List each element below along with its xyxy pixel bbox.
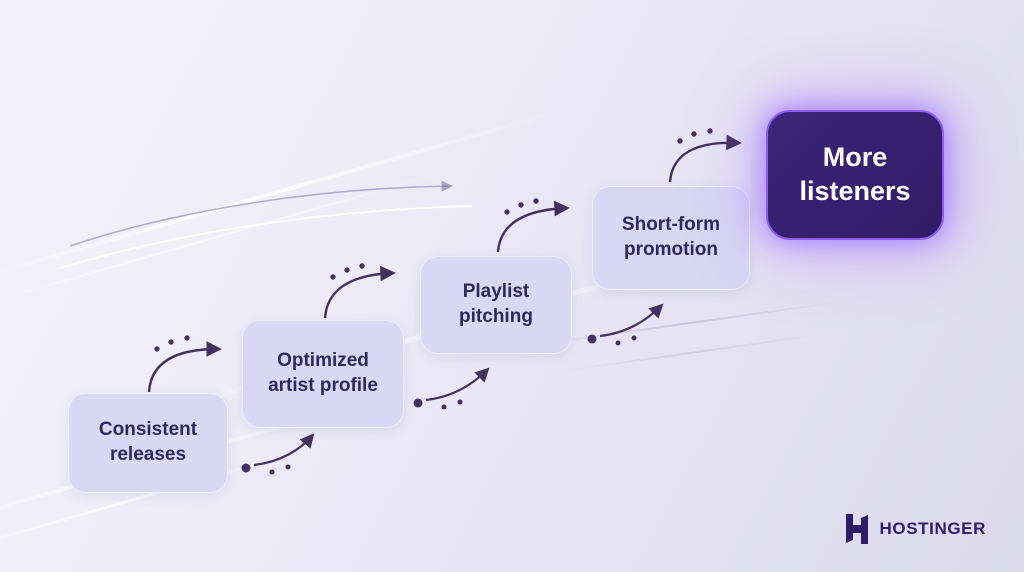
step-label: Optimized artist profile (268, 350, 378, 396)
trail-arrow-3 (587, 303, 664, 346)
hostinger-wordmark: HOSTINGER (879, 519, 986, 538)
step-label: Playlist pitching (459, 281, 533, 327)
background-streak (561, 333, 819, 373)
step-label: Short-form promotion (621, 214, 721, 260)
step-box-playlist-pitching: Playlist pitching (420, 256, 572, 354)
arrow-2 (323, 263, 396, 319)
step-label: More listeners (799, 142, 911, 206)
step-box-short-form-promotion: Short-form promotion (592, 186, 750, 290)
step-box-more-listeners: More listeners (766, 110, 944, 240)
trail-arrow-1 (241, 433, 315, 475)
hostinger-h-icon (845, 514, 868, 544)
step-box-consistent-releases: Consistent releases (68, 393, 228, 493)
arrow-4 (668, 128, 742, 183)
hostinger-logo: HOSTINGER (844, 514, 986, 544)
decorative-swoosh-arrow (59, 180, 473, 269)
step-box-optimized-artist-profile: Optimized artist profile (242, 320, 404, 428)
arrow-1 (147, 335, 222, 393)
step-label: Consistent releases (98, 419, 198, 465)
background-streak (541, 301, 839, 345)
trail-arrow-2 (413, 367, 490, 410)
arrow-3 (496, 198, 570, 253)
background-streak (0, 166, 461, 312)
